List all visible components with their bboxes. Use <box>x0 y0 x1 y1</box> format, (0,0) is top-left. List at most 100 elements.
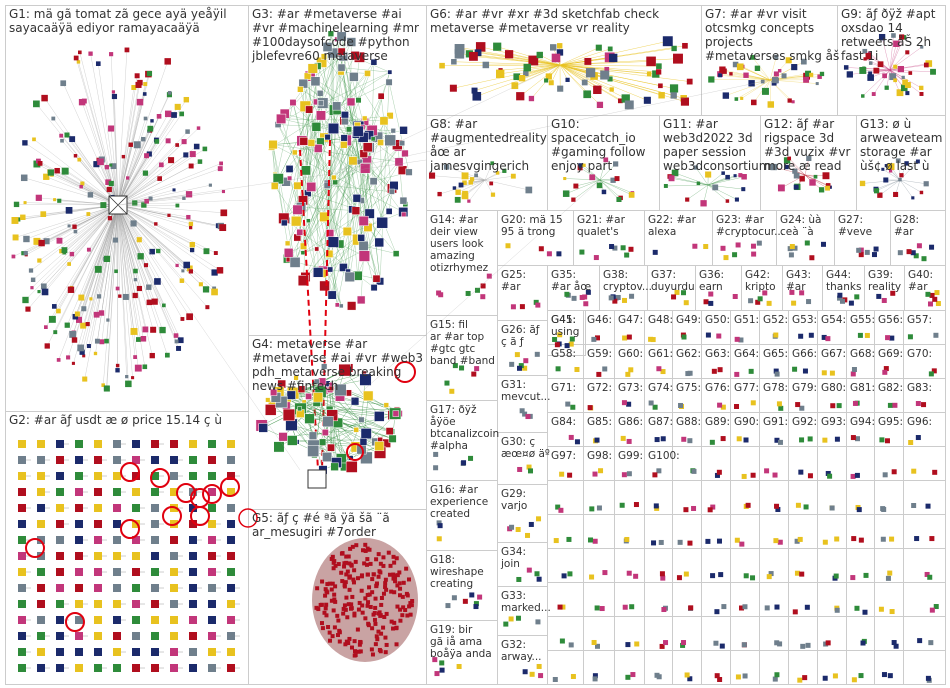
node <box>511 304 516 309</box>
edge <box>900 180 926 184</box>
node <box>749 369 754 374</box>
node <box>227 440 235 448</box>
node <box>284 248 293 257</box>
node <box>51 117 55 121</box>
node <box>402 581 406 585</box>
node <box>773 538 778 543</box>
node <box>130 220 136 226</box>
node <box>916 435 921 440</box>
node <box>183 152 188 157</box>
group-label: G92: <box>792 416 817 428</box>
cluster-g31 <box>520 408 533 419</box>
node <box>339 304 343 308</box>
node <box>451 59 457 65</box>
group-label-line: G61: <box>648 348 673 360</box>
group-frame-cell <box>789 481 818 515</box>
group-label: G62: <box>676 348 701 360</box>
node <box>132 664 140 672</box>
group-label-line: duyurdu <box>651 281 695 293</box>
node <box>113 552 121 560</box>
node <box>56 664 64 672</box>
node <box>438 523 443 528</box>
node <box>144 263 148 267</box>
node <box>189 440 197 448</box>
cluster-cell <box>798 333 814 339</box>
group-label-line: projects <box>705 35 753 49</box>
node <box>208 520 216 528</box>
node <box>343 603 347 607</box>
group-label-line: otizrhymez <box>430 262 489 274</box>
node <box>528 468 533 473</box>
node <box>911 503 916 508</box>
node <box>629 604 634 609</box>
cluster-cell <box>715 470 722 478</box>
node <box>584 58 591 65</box>
node <box>371 652 375 656</box>
node <box>757 241 762 246</box>
node <box>917 638 922 643</box>
cluster-cell <box>624 537 630 543</box>
group-label-line: cryptov... <box>603 281 652 293</box>
node <box>434 671 439 676</box>
group-label-line: G47: <box>618 314 643 326</box>
node <box>371 284 377 290</box>
group-label-line: #3d vuzix #vr <box>764 145 851 159</box>
node <box>882 298 887 303</box>
node <box>324 603 328 607</box>
cluster-g27 <box>856 247 878 258</box>
node <box>515 352 520 357</box>
node <box>565 402 570 407</box>
node <box>864 573 869 578</box>
edge <box>770 80 771 105</box>
group-frame-cell <box>760 481 789 515</box>
node <box>348 588 352 592</box>
node <box>259 423 268 432</box>
node <box>325 134 331 140</box>
group-label-line: ùš¢ ø last ù <box>860 159 930 173</box>
cluster-g40 <box>925 290 940 306</box>
group-label: G8: #ar#augmentedrealityåœ arjamesvginge… <box>429 117 547 173</box>
node <box>132 648 140 656</box>
node <box>453 186 456 189</box>
node <box>79 99 85 105</box>
node <box>18 648 26 656</box>
node <box>144 153 149 158</box>
node <box>560 639 565 644</box>
group-label: G96: <box>907 416 932 428</box>
node <box>927 575 932 580</box>
node <box>627 571 632 576</box>
node <box>704 299 709 304</box>
node <box>113 568 121 576</box>
node <box>530 672 535 677</box>
node <box>794 185 799 190</box>
group-label-line: G82: <box>878 382 903 394</box>
node <box>600 70 609 79</box>
group-label-line: G42: <box>745 269 770 281</box>
group-label-line: G81: <box>850 382 875 394</box>
group-frame-cell <box>904 651 946 685</box>
group-label: G75: <box>676 382 701 394</box>
cluster-cell <box>930 604 939 613</box>
node <box>211 289 218 296</box>
node <box>165 353 170 358</box>
node <box>363 543 367 547</box>
group-label: G65: <box>763 348 788 360</box>
self-loop <box>26 539 44 557</box>
node <box>361 428 371 438</box>
node <box>94 472 102 480</box>
group-label-line: G60: <box>618 348 643 360</box>
group-label-line: alexa <box>648 226 676 238</box>
group-label-line: G78: <box>763 382 788 394</box>
node <box>151 552 159 560</box>
node <box>908 440 913 445</box>
cluster-cell <box>834 606 839 613</box>
node <box>78 295 84 301</box>
group-label-line: varjo <box>501 500 527 512</box>
node <box>350 595 354 599</box>
node <box>628 367 633 372</box>
node <box>664 184 668 188</box>
group-label-line: G48: <box>648 314 673 326</box>
group-label-line: G80: <box>821 382 846 394</box>
node <box>347 561 351 565</box>
group-label-line: G20: mä 15 <box>501 214 563 226</box>
